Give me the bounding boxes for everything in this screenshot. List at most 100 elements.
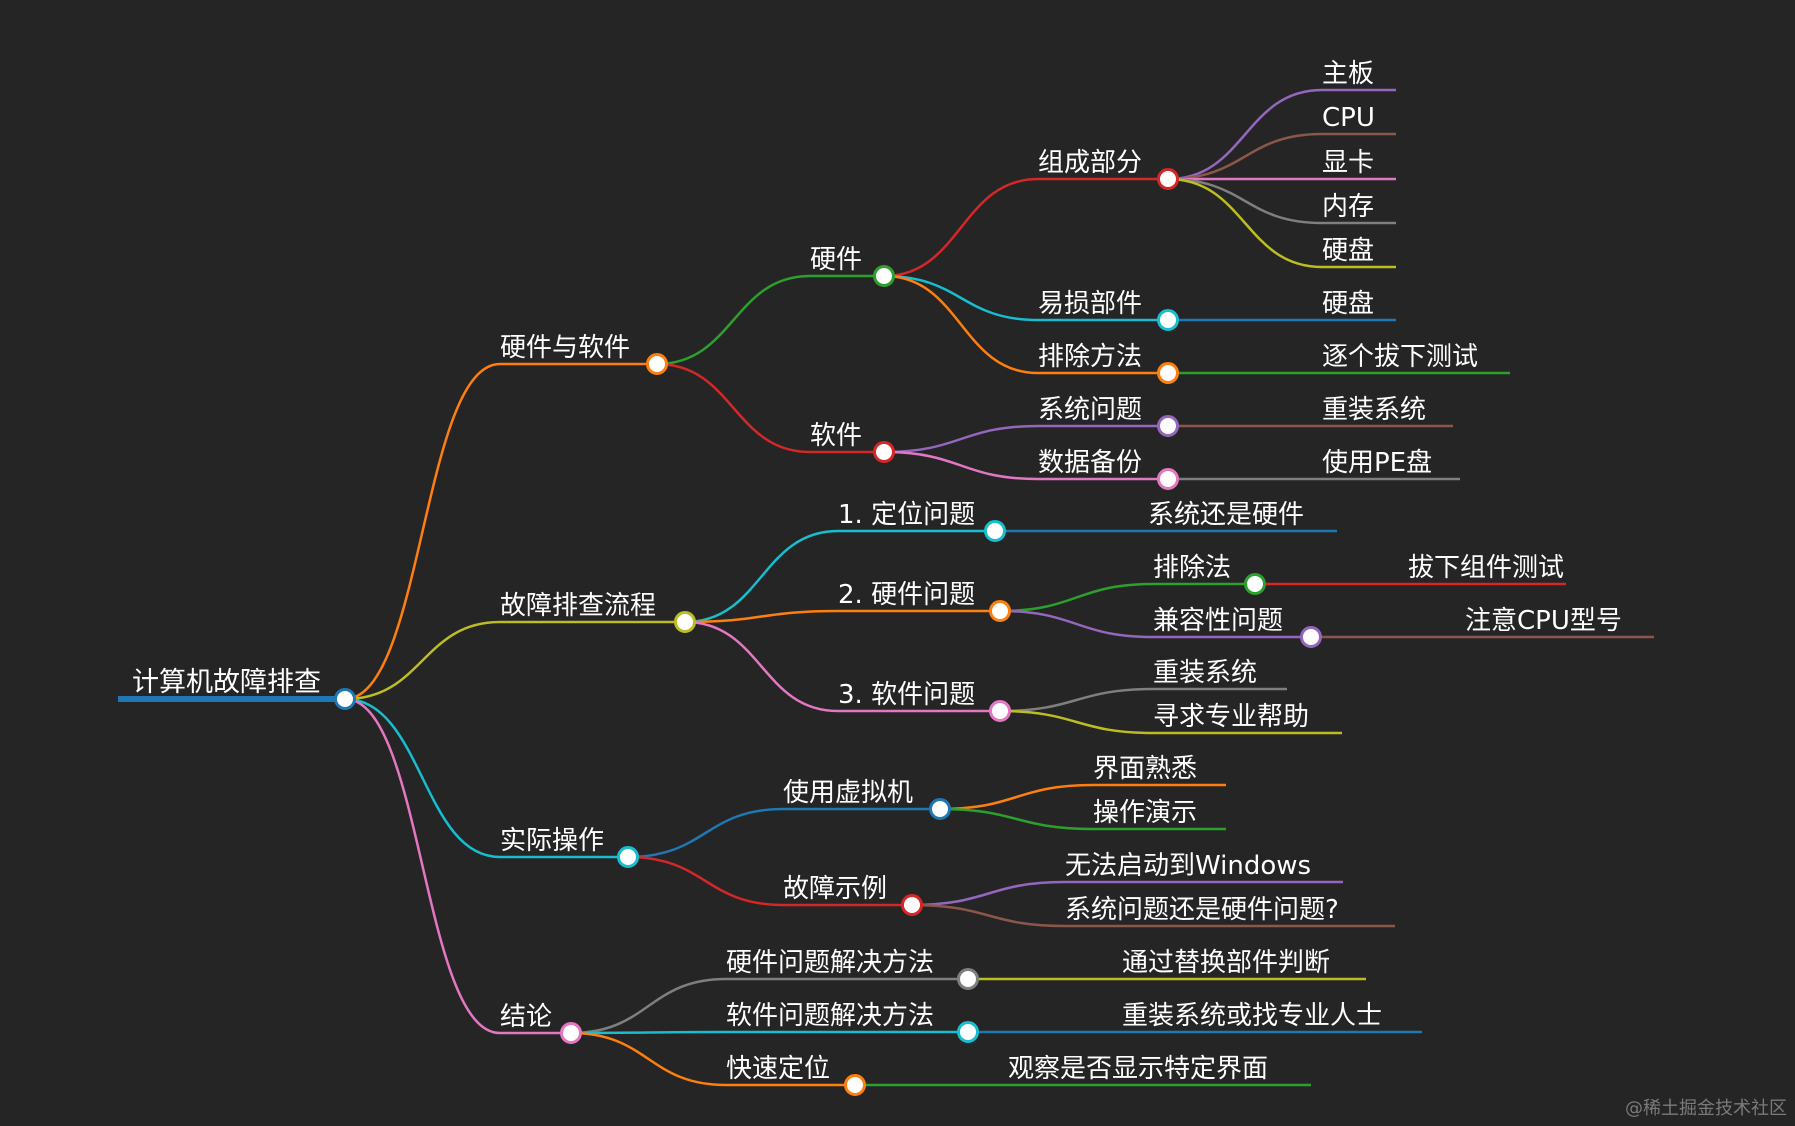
node-toggle-r-2-0[interactable] xyxy=(929,798,951,820)
branch-link-r-2-0-1 xyxy=(939,807,1094,831)
node-label-r-0-0[interactable]: 硬件 xyxy=(810,245,862,275)
node-toggle-r-1-0[interactable] xyxy=(984,520,1006,542)
node-toggle-r-1-1-0[interactable] xyxy=(1244,573,1266,595)
node-label-r-1-2-1[interactable]: 寻求专业帮助 xyxy=(1153,702,1309,732)
node-label-r-0-1-0[interactable]: 系统问题 xyxy=(1038,395,1142,425)
branch-link-r-3 xyxy=(344,697,501,1035)
node-label-r-0-1[interactable]: 软件 xyxy=(810,421,862,451)
node-label-r-0[interactable]: 硬件与软件 xyxy=(500,333,630,363)
node-toggle-r-0-1-0[interactable] xyxy=(1157,415,1179,437)
node-label-r-3-2[interactable]: 快速定位 xyxy=(726,1054,830,1084)
node-label-r-0-0-0-2[interactable]: 显卡 xyxy=(1322,148,1374,178)
branch-link-r-1-0 xyxy=(684,529,839,624)
node-label-r-0-0-0-4[interactable]: 硬盘 xyxy=(1322,236,1374,266)
node-toggle-r-1-2[interactable] xyxy=(989,700,1011,722)
node-toggle-r-0-1[interactable] xyxy=(873,441,895,463)
branch-link-r-1 xyxy=(344,620,501,701)
branch-link-r-1-1 xyxy=(684,609,839,624)
node-label-r-1-1[interactable]: 2. 硬件问题 xyxy=(838,580,975,610)
node-label-r-0-1-0-0[interactable]: 重装系统 xyxy=(1322,395,1426,425)
branch-link-r-0-0-0-3 xyxy=(1167,177,1323,225)
branch-link-r-0-0 xyxy=(656,274,811,366)
node-label-r-1-0[interactable]: 1. 定位问题 xyxy=(838,500,975,530)
branch-link-r-2-1-1 xyxy=(911,903,1066,928)
mindmap-nodes: 计算机故障排查硬件与软件硬件组成部分主板CPU显卡内存硬盘易损部件硬盘排除方法逐… xyxy=(132,59,1622,1096)
node-label-r-0-1-1[interactable]: 数据备份 xyxy=(1038,448,1142,478)
branch-link-r-3-2 xyxy=(570,1031,727,1087)
node-toggle-r-2-1[interactable] xyxy=(901,894,923,916)
node-toggle-r-1-1[interactable] xyxy=(989,600,1011,622)
node-toggle-r-0-0-2[interactable] xyxy=(1157,362,1179,384)
branch-link-r-3-0 xyxy=(570,977,727,1035)
node-label-r-3[interactable]: 结论 xyxy=(500,1002,552,1032)
branch-link-r-0-0-0-0 xyxy=(1167,88,1323,181)
node-label-r-3-1[interactable]: 软件问题解决方法 xyxy=(726,1001,934,1031)
branch-link-r-0-1-1 xyxy=(883,450,1039,481)
node-toggle-r-2[interactable] xyxy=(617,846,639,868)
branch-link-r-0-0-0-4 xyxy=(1167,177,1323,269)
branch-link-r-0-1-0 xyxy=(883,424,1039,454)
node-label-r-2-0-1[interactable]: 操作演示 xyxy=(1093,798,1197,828)
node-label-r-0-0-0[interactable]: 组成部分 xyxy=(1038,148,1142,178)
branch-link-r-0-0-0 xyxy=(883,177,1039,278)
branch-link-r-2-1-0 xyxy=(911,880,1066,907)
node-label-r-0-0-0-3[interactable]: 内存 xyxy=(1322,192,1374,222)
branch-link-r-2 xyxy=(344,697,501,859)
node-label-r-0-0-0-1[interactable]: CPU xyxy=(1322,103,1375,133)
branch-link-r-1-2-1 xyxy=(999,709,1154,735)
node-toggle-r-3-2[interactable] xyxy=(844,1074,866,1096)
branch-link-r-0-0-1 xyxy=(883,274,1039,322)
branch-link-r-2-0 xyxy=(627,807,784,859)
branch-link-r-1-2 xyxy=(684,620,839,713)
node-label-r-0-0-2[interactable]: 排除方法 xyxy=(1038,342,1142,372)
branch-link-r-3-1 xyxy=(570,1030,727,1035)
node-label-r-2-1-0[interactable]: 无法启动到Windows xyxy=(1065,851,1311,881)
node-label-r-1-1-0-0[interactable]: 拔下组件测试 xyxy=(1408,553,1564,583)
node-label-r-1-1-1[interactable]: 兼容性问题 xyxy=(1153,606,1283,636)
node-label-r-2-0[interactable]: 使用虚拟机 xyxy=(783,778,913,808)
node-label-r-0-0-0-0[interactable]: 主板 xyxy=(1322,59,1374,89)
node-label-r-2-1[interactable]: 故障示例 xyxy=(783,874,887,904)
node-label-r-1[interactable]: 故障排查流程 xyxy=(500,591,656,621)
node-label-r-3-2-0[interactable]: 观察是否显示特定界面 xyxy=(1008,1054,1268,1084)
node-toggle-r-3-0[interactable] xyxy=(957,968,979,990)
mindmap-links xyxy=(118,88,1654,1087)
branch-link-r-1-2-0 xyxy=(999,687,1154,713)
watermark-text: @稀土掘金技术社区 xyxy=(1625,1098,1787,1119)
node-label-r-3-0[interactable]: 硬件问题解决方法 xyxy=(726,948,934,978)
node-toggle-r-3-1[interactable] xyxy=(957,1021,979,1043)
node-label-r-2-0-0[interactable]: 界面熟悉 xyxy=(1093,754,1197,784)
node-label-r-0-0-2-0[interactable]: 逐个拔下测试 xyxy=(1322,342,1478,372)
node-toggle-r-0-0-0[interactable] xyxy=(1157,168,1179,190)
node-toggle-r-1-1-1[interactable] xyxy=(1300,626,1322,648)
node-label-r-3-1-0[interactable]: 重装系统或找专业人士 xyxy=(1122,1001,1382,1031)
node-toggle-r[interactable] xyxy=(334,688,356,710)
branch-link-r-0-0-0-1 xyxy=(1167,132,1323,181)
branch-link-r-1-1-1 xyxy=(999,609,1154,639)
node-label-r-0-0-1-0[interactable]: 硬盘 xyxy=(1322,289,1374,319)
node-toggle-r-0-0-1[interactable] xyxy=(1157,309,1179,331)
node-label-r-1-1-0[interactable]: 排除法 xyxy=(1153,553,1231,583)
node-label-r-1-1-1-0[interactable]: 注意CPU型号 xyxy=(1465,606,1622,636)
node-toggle-r-0[interactable] xyxy=(646,353,668,375)
branch-link-r-2-0-0 xyxy=(939,783,1094,811)
node-label-r-3-0-0[interactable]: 通过替换部件判断 xyxy=(1122,948,1330,978)
branch-link-r-0 xyxy=(344,362,501,701)
node-label-r-1-2[interactable]: 3. 软件问题 xyxy=(838,680,975,710)
node-label-r-0-0-1[interactable]: 易损部件 xyxy=(1038,289,1142,319)
node-label-r-2[interactable]: 实际操作 xyxy=(500,826,604,856)
node-label-r[interactable]: 计算机故障排查 xyxy=(132,667,321,698)
node-toggle-r-0-1-1[interactable] xyxy=(1157,468,1179,490)
branch-link-r-1-1-0 xyxy=(999,582,1154,613)
branch-link-r-0-0-2 xyxy=(883,274,1039,375)
node-label-r-1-2-0[interactable]: 重装系统 xyxy=(1153,658,1257,688)
node-label-r-2-1-1[interactable]: 系统问题还是硬件问题? xyxy=(1065,895,1339,925)
branch-link-r-2-1 xyxy=(627,855,784,907)
node-label-r-1-0-0[interactable]: 系统还是硬件 xyxy=(1148,500,1304,530)
node-toggle-r-3[interactable] xyxy=(560,1022,582,1044)
branch-link-r-0-1 xyxy=(656,362,811,454)
node-toggle-r-1[interactable] xyxy=(674,611,696,633)
node-label-r-0-1-1-0[interactable]: 使用PE盘 xyxy=(1322,448,1432,478)
node-toggle-r-0-0[interactable] xyxy=(873,265,895,287)
